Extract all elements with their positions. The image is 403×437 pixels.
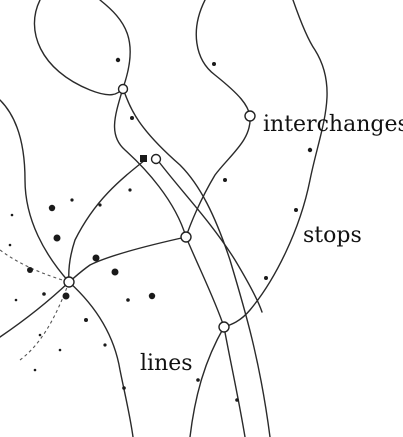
label-interchanges: interchanges <box>263 112 403 137</box>
stop-marker <box>27 267 33 273</box>
stops-group <box>8 57 313 402</box>
line-b <box>99 0 187 238</box>
stop-marker <box>264 276 268 280</box>
stop-marker <box>130 116 134 120</box>
interchange-marker <box>117 83 129 95</box>
stop-marker <box>33 368 37 372</box>
stop-marker <box>42 292 46 296</box>
line-j <box>0 281 70 338</box>
line-a <box>33 0 124 96</box>
stop-marker <box>38 333 42 337</box>
line-m <box>189 326 225 437</box>
stop-marker <box>212 62 216 66</box>
stop-marker <box>84 318 88 322</box>
stop-marker <box>126 298 130 302</box>
stop-marker <box>103 343 107 347</box>
stop-marker <box>294 208 298 212</box>
line-k <box>68 281 134 437</box>
stop-marker <box>53 234 61 242</box>
stop-marker <box>122 386 126 390</box>
line-p <box>19 281 70 361</box>
label-lines: lines <box>140 351 193 376</box>
lines-group <box>0 0 328 437</box>
stop-marker <box>98 203 102 207</box>
stop-marker <box>8 243 12 247</box>
interchange-marker <box>244 110 256 122</box>
stop-marker <box>128 188 132 192</box>
stop-marker <box>115 57 121 63</box>
line-g <box>0 99 70 283</box>
line-h <box>68 159 146 283</box>
interchange-marker <box>63 276 75 288</box>
stop-marker <box>58 348 62 352</box>
stop-marker <box>223 178 227 182</box>
terminal-stop-marker <box>140 155 147 162</box>
line-f <box>122 87 271 437</box>
interchange-marker <box>180 231 192 243</box>
stop-marker <box>10 213 14 217</box>
stop-marker <box>14 298 18 302</box>
stop-marker <box>111 268 119 276</box>
stop-marker <box>307 147 313 153</box>
stop-marker <box>92 254 100 262</box>
line-e <box>223 0 328 328</box>
stop-marker <box>48 204 56 212</box>
stop-marker <box>62 292 70 300</box>
label-stops: stops <box>303 223 362 248</box>
stop-marker <box>196 378 200 382</box>
interchanges-group <box>63 83 256 333</box>
line-o <box>0 249 70 283</box>
line-d <box>185 115 251 238</box>
stop-marker <box>148 292 156 300</box>
line-i <box>68 236 187 283</box>
interchange-marker <box>150 153 162 165</box>
stop-marker <box>70 198 74 202</box>
interchange-marker <box>218 321 230 333</box>
line-n <box>155 157 263 313</box>
stop-marker <box>235 398 239 402</box>
line-c <box>195 0 251 117</box>
